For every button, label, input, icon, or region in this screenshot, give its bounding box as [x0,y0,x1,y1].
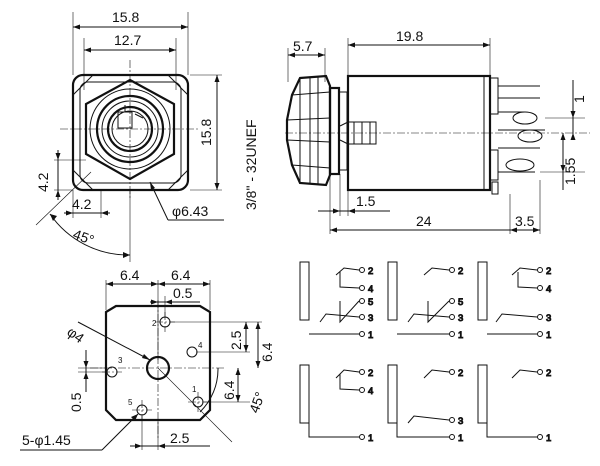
dim-inner-width: 12.7 [114,32,141,48]
s2-pin-5: 5 [458,297,463,308]
dim-hole-diameter: φ6.43 [172,203,209,219]
dim-one: 1 [571,95,587,103]
s3-pin-4: 4 [546,284,551,295]
dim-body-length: 19.8 [396,28,423,44]
schematic-4 [299,364,365,440]
s6-pin-2: 2 [546,368,551,379]
schematic-6 [477,364,543,440]
s4-pin-1: 1 [368,433,373,444]
dim-small-width: 0.5 [173,285,193,301]
s3-pin-1: 1 [546,330,551,341]
dim-left-half: 6.4 [120,267,140,283]
s4-pin-4: 4 [368,386,373,397]
dim-overall-width: 15.8 [112,9,139,25]
s2-pin-2: 2 [458,266,463,277]
s1-pin-2: 2 [368,266,373,277]
s5-pin-1: 1 [458,433,463,444]
dim-height: 15.8 [198,119,214,146]
s4-pin-2: 2 [368,368,373,379]
dim-pad-diameter: φ4 [64,323,87,346]
dim-nut-length: 5.7 [293,38,313,54]
s3-pin-3: 3 [546,313,551,324]
s1-pin-3: 3 [368,313,373,324]
pcb-pin-2: 2 [152,319,157,328]
pcb-pin-4: 4 [198,341,203,350]
pcb-pin-5: 5 [128,398,133,407]
s6-pin-1: 1 [546,433,551,444]
dim-one-five: 1.5 [356,193,376,209]
front-view: 15.8 12.7 15.8 [35,9,224,262]
dim-pin-height-3: 6.4 [221,380,237,400]
dim-pcb-angle: 45° [246,390,268,415]
thread-spec: 3/8" - 32UNEF [243,119,259,210]
schematic-group: 2 4 5 3 1 2 5 3 1 2 4 3 1 2 4 1 2 3 1 2 … [299,261,552,445]
dim-angle: 45° [71,226,96,248]
dim-right-half: 6.4 [171,267,191,283]
s3-pin-2: 2 [546,266,551,277]
dim-one-fifty-five: 1.55 [562,158,578,185]
s2-pin-3: 3 [458,313,463,324]
s5-pin-3: 3 [458,416,463,427]
dim-tail: 3.5 [515,213,535,229]
dim-left-offset: 0.5 [68,392,84,412]
dim-offset-horizontal: 4.2 [72,196,92,212]
dim-pin-height: 2.5 [228,330,244,350]
schematic-5 [387,364,455,440]
dim-holes: 5-φ1.45 [22,432,71,448]
dim-offset-vertical: 4.2 [35,172,51,192]
side-view: 5.7 19.8 3/8" - 32UNEF [243,28,590,234]
pcb-pin-3: 3 [118,356,123,365]
pcb-pin-1: 1 [192,385,197,394]
pcb-footprint: 6.4 6.4 0.5 2 4 3 5 1 [20,267,275,451]
dim-pin-height-2: 6.4 [259,342,275,362]
s5-pin-2: 2 [458,368,463,379]
schematic-3 [477,261,543,337]
s2-pin-1: 1 [458,330,463,341]
s1-pin-5: 5 [368,297,373,308]
dim-bottom: 2.5 [170,430,190,446]
schematic-1 [299,261,365,337]
schematic-2 [387,261,455,337]
s1-pin-1: 1 [368,330,373,341]
s1-pin-4: 4 [368,284,373,295]
dim-total-length: 24 [416,213,432,229]
